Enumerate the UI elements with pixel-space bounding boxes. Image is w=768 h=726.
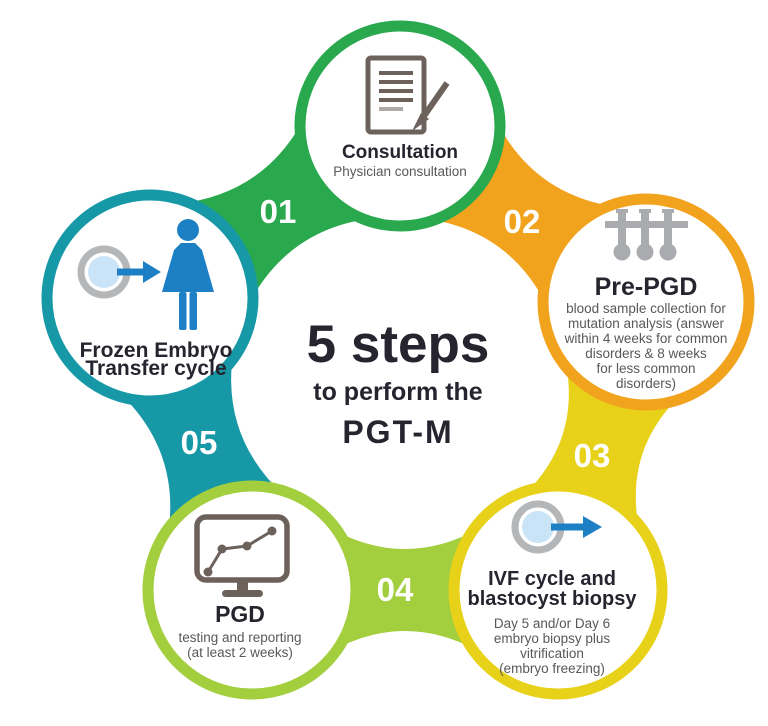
center-subheading: to perform the bbox=[313, 378, 483, 406]
svg-text:Day 5 and/or Day 6: Day 5 and/or Day 6 bbox=[494, 616, 610, 631]
arrow-head bbox=[583, 516, 602, 538]
step-1-number: 01 bbox=[260, 193, 297, 230]
svg-text:for less common: for less common bbox=[596, 361, 695, 376]
center-heading: 5 steps bbox=[307, 315, 490, 374]
test-tube bbox=[613, 209, 631, 261]
step-5-title-line2: Transfer cycle bbox=[85, 357, 226, 380]
test-tubes-icon bbox=[605, 209, 688, 261]
blastocyst-inner-cell bbox=[522, 511, 554, 543]
svg-text:within 4 weeks for common: within 4 weeks for common bbox=[564, 331, 728, 346]
svg-text:testing and reporting: testing and reporting bbox=[178, 630, 301, 645]
step-5-title-line1: Frozen Embryo bbox=[80, 339, 233, 362]
blastocyst-arrow-icon bbox=[511, 500, 602, 554]
step-1-subtext: Physician consultation bbox=[333, 164, 467, 179]
step-5-number: 05 bbox=[181, 424, 218, 461]
center-program-name: PGT-M bbox=[342, 414, 453, 450]
monitor-chart-icon bbox=[194, 514, 290, 597]
svg-text:(embryo freezing): (embryo freezing) bbox=[499, 661, 605, 676]
test-tube bbox=[636, 209, 654, 261]
center-title: 5 steps to perform the PGT-M bbox=[307, 315, 490, 450]
document-pen-icon bbox=[365, 55, 450, 135]
step-2-number: 02 bbox=[504, 203, 541, 240]
step-2-subtext: blood sample collection for mutation ana… bbox=[564, 301, 728, 391]
step-2-circle bbox=[537, 193, 755, 411]
embryo-transfer-icon bbox=[77, 219, 214, 330]
step-4-number: 04 bbox=[377, 571, 414, 608]
step-4-subtext: testing and reporting (at least 2 weeks) bbox=[178, 630, 301, 660]
step-1-title: Consultation bbox=[342, 142, 458, 163]
svg-text:(at least 2 weeks): (at least 2 weeks) bbox=[187, 645, 293, 660]
document-text-lines bbox=[379, 71, 413, 102]
document-outline bbox=[365, 55, 427, 135]
monitor-neck bbox=[237, 580, 248, 590]
svg-text:disorders): disorders) bbox=[616, 376, 676, 391]
embryo-inner-cell bbox=[88, 256, 120, 288]
step-2-title: Pre-PGD bbox=[595, 273, 698, 301]
step-3-title-line2: blastocyst biopsy bbox=[468, 588, 638, 610]
monitor-base bbox=[222, 590, 263, 597]
pen-body bbox=[421, 81, 450, 118]
svg-text:mutation analysis (answer: mutation analysis (answer bbox=[568, 316, 725, 331]
arrow-head bbox=[143, 261, 161, 283]
svg-text:blood sample collection for: blood sample collection for bbox=[566, 301, 726, 316]
pen-nib bbox=[412, 113, 429, 131]
step-3-circle bbox=[448, 480, 668, 700]
step-3-subtext: Day 5 and/or Day 6 embryo biopsy plus vi… bbox=[494, 616, 611, 676]
test-tube bbox=[659, 209, 677, 261]
svg-text:vitrification: vitrification bbox=[520, 646, 584, 661]
step-3-number: 03 bbox=[574, 437, 611, 474]
chart-line bbox=[206, 529, 273, 573]
chart-points bbox=[203, 526, 277, 577]
woman-figure bbox=[162, 219, 214, 330]
step-4-title: PGD bbox=[215, 601, 265, 627]
svg-text:disorders & 8 weeks: disorders & 8 weeks bbox=[585, 346, 707, 361]
step-3-title-line1: IVF cycle and bbox=[488, 568, 616, 590]
svg-text:embryo biopsy plus: embryo biopsy plus bbox=[494, 631, 611, 646]
connector-step-04 bbox=[330, 528, 480, 652]
